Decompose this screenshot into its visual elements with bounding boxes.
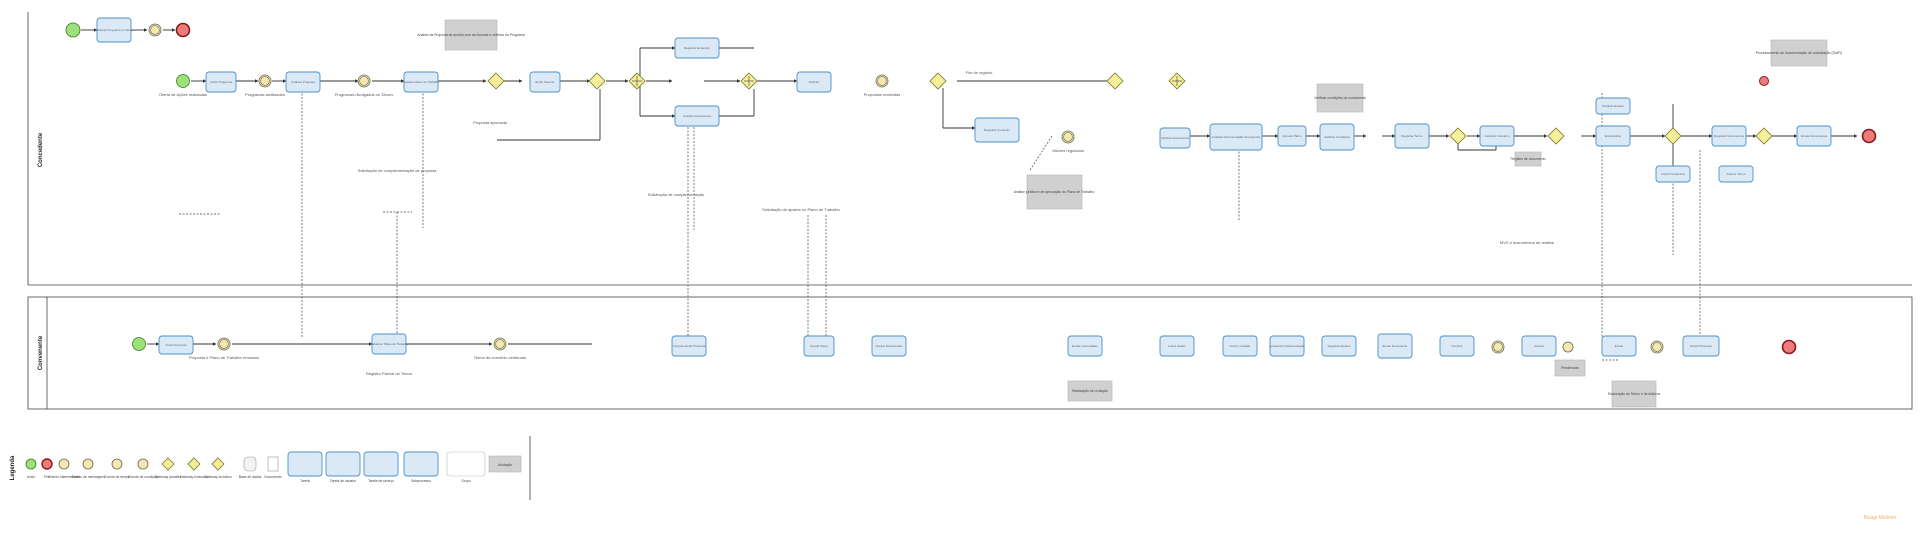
- pool: [27, 12, 1913, 500]
- task-label: Assinar Termo: [1726, 172, 1745, 176]
- flow-label: Proposta aprovada: [473, 120, 508, 125]
- sequence-flows-top: [81, 28, 1858, 166]
- legend-label: Documento: [264, 475, 281, 479]
- task-label: Apresentar Documentação: [1269, 344, 1305, 348]
- event-label: Programas divulgados no Siconv: [335, 92, 393, 97]
- bizagi-watermark: Bizagi Modeler: [1863, 515, 1896, 521]
- task-label: Verificar documentos: [1161, 136, 1190, 140]
- legend-label: Início: [27, 475, 35, 479]
- task-label: Celebrar Convênio: [1484, 134, 1509, 138]
- event-label: Proposta e Plano de Trabalho enviados: [189, 355, 259, 360]
- annotation-text: Registro de documento: [1510, 157, 1545, 161]
- task-labels: Cadastrar Programa no Siconv Incluir Pro…: [93, 28, 1827, 348]
- legend-label: Grupo: [461, 479, 471, 483]
- annotation-texts: Análise da Proposta de acordo com as Nor…: [417, 33, 1842, 396]
- legend-label: Evento intermediário: [48, 475, 79, 479]
- flow-label: Solicitação de complementação: [648, 192, 705, 197]
- flow-label: Fim de registro: [966, 70, 993, 75]
- task-label: Inserir dados: [1168, 344, 1186, 348]
- legend-label: Evento de tempo: [104, 475, 130, 479]
- legend-label: Gateway paralelo: [155, 475, 182, 479]
- annotation-text: Verificar condições do convenente: [1314, 96, 1366, 100]
- event-label: Propostas recebidas: [864, 92, 900, 97]
- task-label: Incluir Licitação: [1230, 344, 1251, 348]
- annotation-text: Processamento de documentação de contrat…: [1756, 51, 1843, 55]
- task-label: Analisar documentação da proposta: [1212, 135, 1260, 139]
- task-label: Concluir: [1451, 344, 1462, 348]
- flow-labels: Oferta de Ações realizadas Programas ana…: [159, 70, 1555, 376]
- lane-label-bottom: Convenente: [38, 335, 44, 370]
- task-label: Incluir Proposta: [166, 343, 187, 347]
- task-label: Verificar Condições: [1324, 135, 1350, 139]
- legend-label: Evento de mensagem: [72, 475, 105, 479]
- legend-label: Subprocesso: [411, 479, 431, 483]
- task-label: Enviar Documento: [1383, 344, 1408, 348]
- event-label: Termo de convênio celebrado: [474, 355, 527, 360]
- task-label: Complementar Proposta: [673, 344, 706, 348]
- task-label: Enviar Proposta: [1690, 344, 1712, 348]
- legend-label: Evento de condição: [128, 475, 158, 479]
- task-label: Solicitar: [809, 80, 820, 84]
- event-label: Valores regulados: [1052, 148, 1084, 153]
- task-label: Cadastrar Plano de Trabalho: [370, 342, 409, 346]
- task-label: Ajustar Plano: [810, 344, 828, 348]
- task-label: Analisar documentos: [683, 114, 712, 118]
- task-label: Publicar Extrato: [1602, 104, 1624, 108]
- task-label: Encaminhar: [1605, 134, 1621, 138]
- legend: [25, 451, 522, 477]
- annotation-text: Realização de Licitação: [1072, 389, 1108, 393]
- annotation-text: Elaboração do Termo e de Aditivos: [1608, 392, 1661, 396]
- message-flows: [179, 90, 1701, 361]
- legend-label: Fim: [44, 475, 50, 479]
- event-label: Oferta de Ações realizadas: [159, 92, 207, 97]
- task-label: Registrar Empenho: [684, 46, 710, 50]
- task-label: Assinar: [1534, 344, 1544, 348]
- annotations: [444, 19, 1828, 408]
- task-label: Registrar Ajustes: [1328, 344, 1351, 348]
- flow-label: Registro Parcial do Termo: [366, 371, 413, 376]
- flow-label: MVS e documentos de análise: [1500, 240, 1555, 245]
- task-label: Cadastrar Programa no Siconv: [93, 28, 135, 32]
- task-label: Registrar Convênio: [984, 128, 1010, 132]
- legend-label: Gateway exclusivo: [180, 475, 208, 479]
- legend-label: Tarefa: [300, 479, 310, 483]
- events: [65, 22, 1877, 355]
- task-label: Incluir Programa: [210, 80, 232, 84]
- tasks: [96, 17, 1832, 359]
- task-label: Enviar: [1615, 344, 1624, 348]
- task-label: Enviar Documentos: [1801, 134, 1828, 138]
- event-label: Programas analisados: [245, 92, 285, 97]
- task-label: Emitir Parecer: [535, 80, 554, 84]
- legend-label: Anotação: [498, 463, 512, 467]
- annotation-text: Análise jurídica e de aprovação do Plano…: [1014, 190, 1095, 194]
- legend-labels: Início Fim Evento intermediário Evento d…: [27, 463, 512, 483]
- lane-label-top: Concedente: [38, 132, 44, 167]
- task-label: Incluir Pendência: [1661, 172, 1684, 176]
- legend-label: Tarefa de serviço: [368, 479, 394, 483]
- flow-label: Solicitação de ajustes no Plano de Traba…: [762, 207, 841, 212]
- task-label: Registrar Documentos: [1714, 134, 1744, 138]
- legend-label: Base de dados: [239, 475, 262, 479]
- legend-label: Legenda: [10, 455, 16, 480]
- annotation-text: Análise da Proposta de acordo com as Nor…: [417, 33, 524, 37]
- annotation-text: Pendências: [1561, 366, 1579, 370]
- task-label: Analisar Plano de Trabalho: [403, 80, 439, 84]
- task-label: Anexar Documentos: [875, 344, 903, 348]
- legend-label: Tarefa de usuário: [330, 479, 356, 483]
- task-label: Enviar para análise: [1072, 344, 1098, 348]
- legend-label: Gateway inclusivo: [204, 475, 231, 479]
- gateway-markers: [632, 76, 1182, 86]
- task-label: Analisar Proposta: [291, 80, 315, 84]
- flow-label: Solicitação de complementação de propost…: [358, 168, 437, 173]
- task-label: Aprovar Plano: [1282, 134, 1301, 138]
- task-label: Registrar Termo: [1401, 134, 1423, 138]
